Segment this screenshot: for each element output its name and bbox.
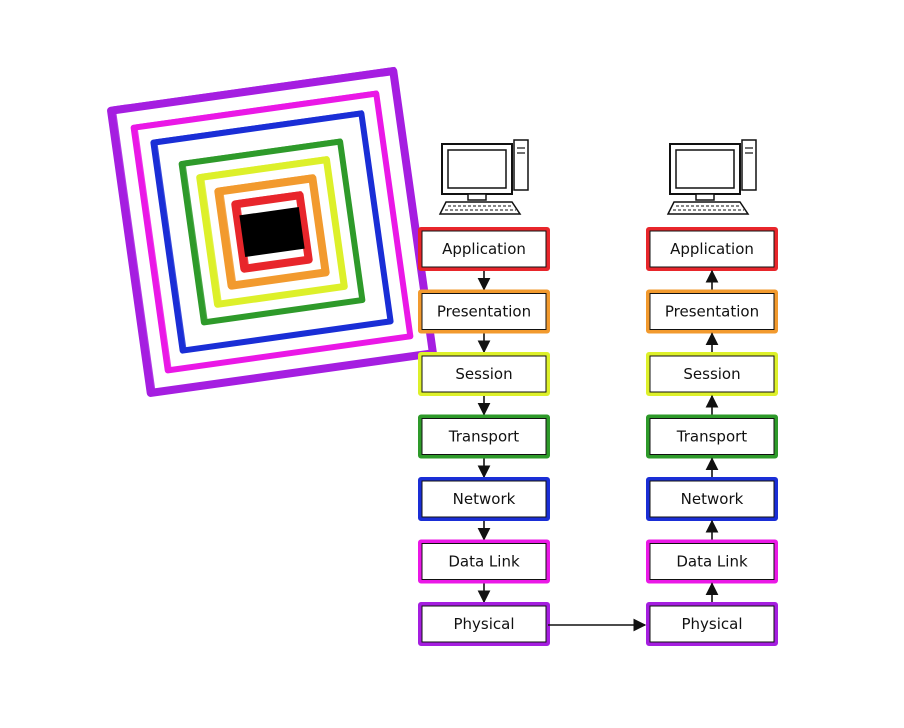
square-ring bbox=[196, 156, 348, 308]
layer-box-network: Network bbox=[646, 477, 778, 521]
layer-label: Session bbox=[455, 365, 512, 383]
layer-box-physical: Physical bbox=[646, 602, 778, 646]
osi-stack-sender: ApplicationPresentationSessionTransportN… bbox=[418, 227, 550, 646]
layer-label: Data Link bbox=[676, 553, 748, 571]
square-ring bbox=[214, 174, 330, 290]
layer-label: Transport bbox=[676, 428, 748, 446]
layer-box-data-link: Data Link bbox=[646, 539, 778, 584]
computer-icon-sender bbox=[438, 139, 529, 215]
layer-label: Application bbox=[670, 240, 754, 258]
layer-box-application: Application bbox=[418, 227, 550, 271]
square-ring bbox=[178, 138, 366, 326]
layer-box-physical: Physical bbox=[418, 602, 550, 646]
osi-stack-receiver: ApplicationPresentationSessionTransportN… bbox=[646, 227, 778, 646]
layer-label: Transport bbox=[448, 428, 520, 446]
square-ring bbox=[130, 90, 414, 374]
layer-label: Physical bbox=[681, 615, 742, 633]
layer-label: Session bbox=[683, 365, 740, 383]
layer-box-application: Application bbox=[646, 227, 778, 271]
layer-box-transport: Transport bbox=[418, 414, 550, 459]
square-ring bbox=[150, 110, 394, 354]
layer-box-session: Session bbox=[646, 352, 778, 396]
concentric-squares-drawing bbox=[107, 66, 437, 397]
layer-label: Physical bbox=[453, 615, 514, 633]
layer-box-presentation: Presentation bbox=[646, 289, 778, 334]
layer-box-data-link: Data Link bbox=[418, 539, 550, 584]
layer-box-presentation: Presentation bbox=[418, 289, 550, 334]
layer-label: Network bbox=[453, 490, 516, 508]
square-center-fill bbox=[239, 207, 305, 257]
layer-label: Application bbox=[442, 240, 526, 258]
layer-label: Data Link bbox=[448, 553, 520, 571]
layer-box-network: Network bbox=[418, 477, 550, 521]
layer-label: Presentation bbox=[437, 303, 531, 321]
layer-label: Network bbox=[681, 490, 744, 508]
layer-box-transport: Transport bbox=[646, 414, 778, 459]
square-ring bbox=[107, 66, 437, 397]
computer-icon-receiver bbox=[666, 139, 757, 215]
layer-box-session: Session bbox=[418, 352, 550, 396]
layer-label: Presentation bbox=[665, 303, 759, 321]
